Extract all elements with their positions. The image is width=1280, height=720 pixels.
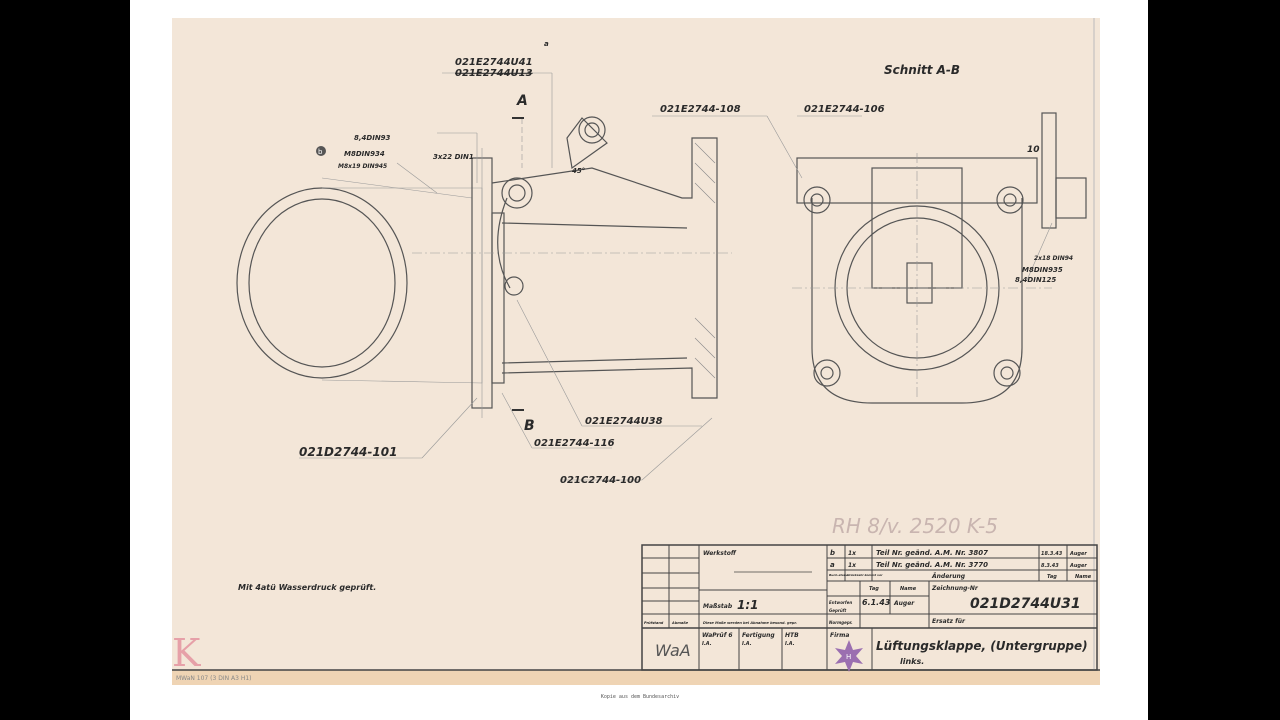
- label-part-116: 021E2744-116: [534, 438, 615, 449]
- firma-star-logo: [835, 640, 863, 672]
- buchstabe-label: Buch-stabe: [829, 573, 848, 577]
- entworfen-label: Entworfen: [829, 600, 852, 605]
- change-a-date: 8.3.43: [1041, 563, 1059, 569]
- dimension-10: 10: [1027, 145, 1040, 155]
- zeichnung-nr-label: Zeichnung-Nr: [931, 585, 979, 592]
- label-right-washer: 8,4DIN125: [1015, 276, 1056, 284]
- entworfen-date: 6.1.43: [862, 598, 891, 607]
- label-nut: M8DIN934: [344, 150, 385, 158]
- section-mark-b: B: [524, 418, 535, 434]
- waa-label: WaA: [655, 641, 691, 660]
- change-b-text: Teil Nr. geänd. A.M. Nr. 3807: [876, 549, 988, 557]
- label-pin: 3x22 DIN1: [433, 153, 474, 161]
- label-part-108: 021E2744-108: [660, 104, 741, 115]
- massstab-value: 1:1: [737, 598, 759, 612]
- revision-mark: a: [544, 40, 549, 48]
- marker-b: b: [318, 148, 323, 156]
- change-a-letter: a: [830, 561, 835, 569]
- change-a-count: 1x: [848, 562, 857, 569]
- htb-label: HTB: [785, 632, 799, 639]
- aenderung-label: Änderung: [931, 573, 966, 580]
- waprüf-ia: I.A.: [702, 641, 712, 647]
- change-a-name: Auger: [1069, 563, 1087, 569]
- drawing-subtitle: links.: [900, 657, 924, 666]
- firma-logo-letter: H: [846, 653, 851, 661]
- label-part-u41: 021E2744U41: [455, 57, 533, 68]
- firma-label: Firma: [830, 632, 849, 639]
- section-mark-a: A: [516, 93, 528, 109]
- label-part-106: 021E2744-106: [804, 104, 885, 115]
- title-block-text: Werkstoff Maßstab 1:1 Diese Maße werden …: [644, 549, 1092, 672]
- label-part-u13-struck: 021E2744U13: [455, 68, 533, 79]
- angle-label: 45°: [572, 167, 585, 175]
- waprüf-label: WaPrüf 6: [702, 632, 733, 639]
- pruefstelle-note: Diese Maße werden bei Abnahme besond. ge…: [703, 621, 797, 625]
- change-b-name: Auger: [1069, 551, 1087, 557]
- side-view: [236, 116, 732, 418]
- section-view: 10: [792, 112, 1087, 404]
- form-code: MWaN 107 (3 DIN A3 H1): [176, 675, 252, 682]
- drawing-canvas: MWaN 107 (3 DIN A3 H1): [172, 18, 1100, 685]
- title-block: [641, 544, 1098, 671]
- fertigung-ia: I.A.: [742, 641, 752, 647]
- ersatz-label: Ersatz für: [932, 618, 966, 625]
- normgeprueft-label: Normgepr.: [829, 620, 853, 625]
- archive-caption: Kopie aus dem Bundesarchiv: [600, 694, 680, 700]
- label-right-nut: M8DIN935: [1022, 266, 1063, 274]
- label-part-u38: 021E2744U38: [585, 416, 663, 427]
- geprueft-label: Geprüft: [829, 608, 847, 613]
- archive-stamp: RH 8/v. 2520 K-5: [832, 514, 998, 538]
- abmasse-label: Abmaße: [671, 621, 689, 625]
- name-label: Name: [900, 586, 917, 592]
- label-part-101: 021D2744-101: [299, 445, 397, 459]
- change-b-date: 18.3.43: [1041, 551, 1063, 557]
- pruefstand-label: Prüfstand: [644, 621, 664, 625]
- technical-drawing-sheet: MWaN 107 (3 DIN A3 H1): [172, 18, 1100, 685]
- change-b-letter: b: [830, 549, 835, 557]
- label-bolt: M8x19 DIN945: [338, 163, 387, 170]
- htb-ia: I.A.: [785, 641, 795, 647]
- change-b-count: 1x: [848, 550, 857, 557]
- marker-b-circle: [316, 146, 326, 156]
- label-part-100: 021C2744-100: [560, 475, 641, 486]
- massstab-label: Maßstab: [703, 603, 733, 610]
- tag-label: Tag: [869, 586, 879, 592]
- label-washer: 8,4DIN93: [354, 134, 391, 142]
- stueckzahl-label: Stückzahl kommt vor: [847, 573, 883, 577]
- zeichnung-nr: 021D2744U31: [970, 596, 1081, 612]
- fertigung-label: Fertigung: [742, 632, 775, 639]
- section-title: Schnitt A-B: [884, 63, 960, 77]
- entworfen-name: Auger: [893, 600, 915, 607]
- change-a-text: Teil Nr. geänd. A.M. Nr. 3770: [876, 561, 988, 569]
- change-name-label: Name: [1075, 574, 1092, 580]
- label-right-pin: 2x18 DIN94: [1034, 255, 1073, 262]
- drawing-title: Lüftungsklappe, (Untergruppe): [876, 639, 1088, 653]
- werkstoff-label: Werkstoff: [703, 550, 737, 557]
- change-tag-label: Tag: [1047, 574, 1057, 580]
- corner-mark: K: [172, 631, 201, 675]
- leader-lines: [299, 72, 1053, 481]
- bottom-strip: [172, 670, 1100, 685]
- test-note: Mit 4atü Wasserdruck geprüft.: [238, 583, 376, 592]
